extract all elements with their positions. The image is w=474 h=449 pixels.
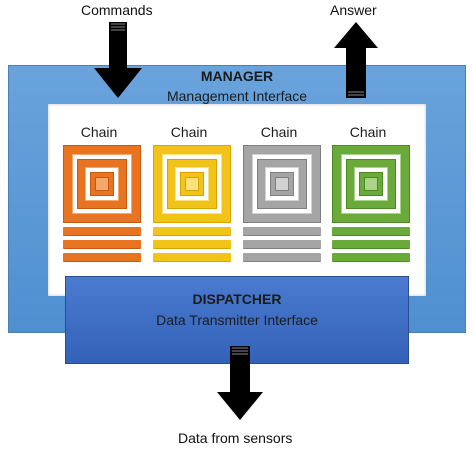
chain-label-1: Chain <box>80 124 118 140</box>
chain-label-3: Chain <box>260 124 298 140</box>
chain-1-bar-3 <box>63 253 141 262</box>
answer-label: Answer <box>330 2 377 18</box>
chain-3-bar-3 <box>243 253 321 262</box>
chain-4-bar-1 <box>332 227 410 236</box>
dispatcher-title: DISPATCHER <box>192 291 282 307</box>
chain-1-bar-2 <box>63 240 141 249</box>
answer-up-arrow-icon <box>334 22 378 98</box>
data-from-sensors-label: Data from sensors <box>178 430 293 446</box>
manager-title: MANAGER <box>200 68 274 84</box>
chain-2-bar-3 <box>153 253 231 262</box>
chain-3-bar-1 <box>243 227 321 236</box>
manager-subtitle: Management Interface <box>166 88 308 104</box>
chain-4-bar-3 <box>332 253 410 262</box>
dispatcher-subtitle: Data Transmitter Interface <box>156 312 318 328</box>
chain-label-2: Chain <box>170 124 208 140</box>
commands-down-arrow-icon <box>94 22 142 98</box>
chain-icon-1 <box>63 145 141 223</box>
chain-icon-4 <box>332 145 410 223</box>
data-down-arrow-icon <box>217 346 263 420</box>
chain-2-bar-1 <box>153 227 231 236</box>
chain-1-bar-1 <box>63 227 141 236</box>
chain-icon-3 <box>243 145 321 223</box>
chain-label-4: Chain <box>349 124 387 140</box>
chain-3-bar-2 <box>243 240 321 249</box>
commands-label: Commands <box>81 2 153 18</box>
chain-icon-2 <box>153 145 231 223</box>
chain-4-bar-2 <box>332 240 410 249</box>
chain-2-bar-2 <box>153 240 231 249</box>
